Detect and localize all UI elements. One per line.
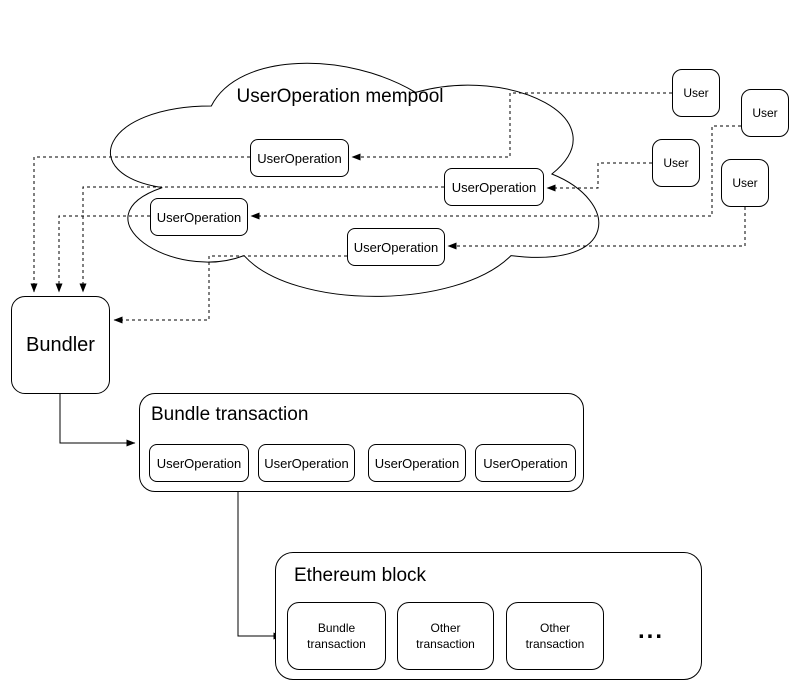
block-other-transaction-2: Other transaction [506, 602, 604, 670]
mempool-userop-1: UserOperation [250, 139, 349, 177]
bundle-transaction-container: Bundle transaction UserOperation UserOpe… [139, 393, 584, 492]
bundle-transaction-title: Bundle transaction [151, 404, 309, 425]
edge-bundle-transaction-to-ethereum-block [237, 492, 283, 640]
block-other-transaction-2-label: Other transaction [525, 621, 585, 651]
bundle-userop-1-label: UserOperation [156, 455, 242, 471]
user-4-label: User [732, 176, 758, 190]
ethereum-block-title: Ethereum block [294, 565, 427, 586]
mempool-userop-3-label: UserOperation [156, 209, 242, 225]
bundle-userop-2-label: UserOperation [264, 455, 349, 471]
user-2-label: User [752, 106, 778, 120]
bundle-userop-4-label: UserOperation [483, 455, 568, 471]
mempool-userop-1-label: UserOperation [257, 150, 342, 166]
mempool-userop-2: UserOperation [444, 168, 544, 206]
block-other-transaction-1-label: Other transaction [416, 621, 475, 651]
user-1-label: User [683, 86, 709, 100]
user-4: User [721, 159, 769, 207]
mempool-cloud-shape [109, 62, 600, 297]
user-3: User [652, 139, 700, 187]
edge-user3-to-userop2 [546, 162, 652, 192]
bundle-userop-3: UserOperation [368, 444, 466, 482]
edge-userop1-to-bundler [30, 156, 250, 293]
edge-userop2-to-bundler [79, 186, 444, 293]
mempool-userop-3: UserOperation [150, 198, 248, 236]
edge-userop3-to-bundler [55, 215, 150, 293]
bundle-userop-4: UserOperation [475, 444, 576, 482]
block-other-transaction-1: Other transaction [397, 602, 494, 670]
bundler-label: Bundler [26, 333, 95, 356]
mempool-userop-4-label: UserOperation [353, 239, 439, 255]
edge-bundler-to-bundle-transaction [59, 394, 136, 447]
bundler-node: Bundler [11, 296, 110, 394]
edge-userop4-to-bundler [113, 255, 347, 324]
user-2: User [741, 89, 789, 137]
block-more-transactions-ellipsis: ... [637, 617, 664, 644]
edge-user1-to-userop1 [351, 92, 672, 161]
mempool-title: UserOperation mempool [236, 86, 444, 107]
edge-user4-to-userop4 [447, 207, 746, 250]
mempool-userop-2-label: UserOperation [451, 179, 537, 195]
ethereum-block-container: Ethereum block Bundle transaction Other … [275, 552, 702, 680]
block-bundle-transaction-label: Bundle transaction [307, 621, 366, 651]
user-3-label: User [663, 156, 689, 170]
bundle-userop-3-label: UserOperation [374, 455, 460, 471]
bundle-userop-1: UserOperation [149, 444, 249, 482]
edge-user2-to-userop3 [250, 125, 741, 220]
user-1: User [672, 69, 720, 117]
bundle-userop-2: UserOperation [258, 444, 355, 482]
block-bundle-transaction: Bundle transaction [287, 602, 386, 670]
mempool-userop-4: UserOperation [347, 228, 445, 266]
